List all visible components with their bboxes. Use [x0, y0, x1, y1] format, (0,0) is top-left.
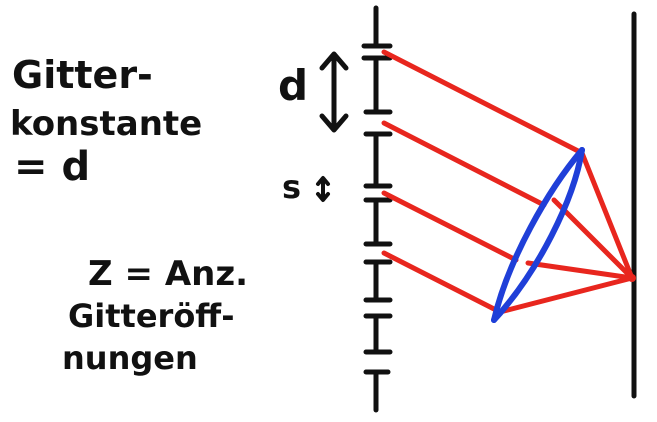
- focused-ray-4: [497, 275, 635, 315]
- ray-2: [381, 120, 547, 208]
- slit-count-line-1: Z = Anz.: [88, 254, 248, 294]
- focused-ray-3: [525, 260, 635, 281]
- ray-1: [381, 49, 585, 156]
- gitterkonstante-line-2: konstante: [10, 104, 202, 144]
- converging-lens: [491, 147, 585, 323]
- focal-point: [628, 274, 636, 282]
- grating-constant-label: d: [278, 61, 308, 110]
- focused-ray-2: [551, 197, 635, 281]
- ray-3: [381, 190, 519, 263]
- slit-count-line-2: Gitteröff-: [68, 297, 235, 335]
- slit-count-note: Z = Anz. Gitteröff- nungen: [62, 254, 248, 377]
- slit-width-label: s: [282, 168, 301, 206]
- slit-count-line-3: nungen: [62, 339, 198, 377]
- ray-4: [381, 250, 499, 313]
- slit-width-double-arrow: [316, 176, 330, 202]
- gitterkonstante-line-1: Gitter-: [12, 53, 153, 97]
- focused-ray-1: [579, 150, 635, 281]
- diffraction-grating: [361, 5, 393, 413]
- gitterkonstante-note: Gitter- konstante = d: [10, 53, 202, 190]
- light-rays: [381, 49, 635, 315]
- gitterkonstante-line-3: = d: [14, 144, 90, 190]
- grating-constant-double-arrow: [319, 51, 349, 133]
